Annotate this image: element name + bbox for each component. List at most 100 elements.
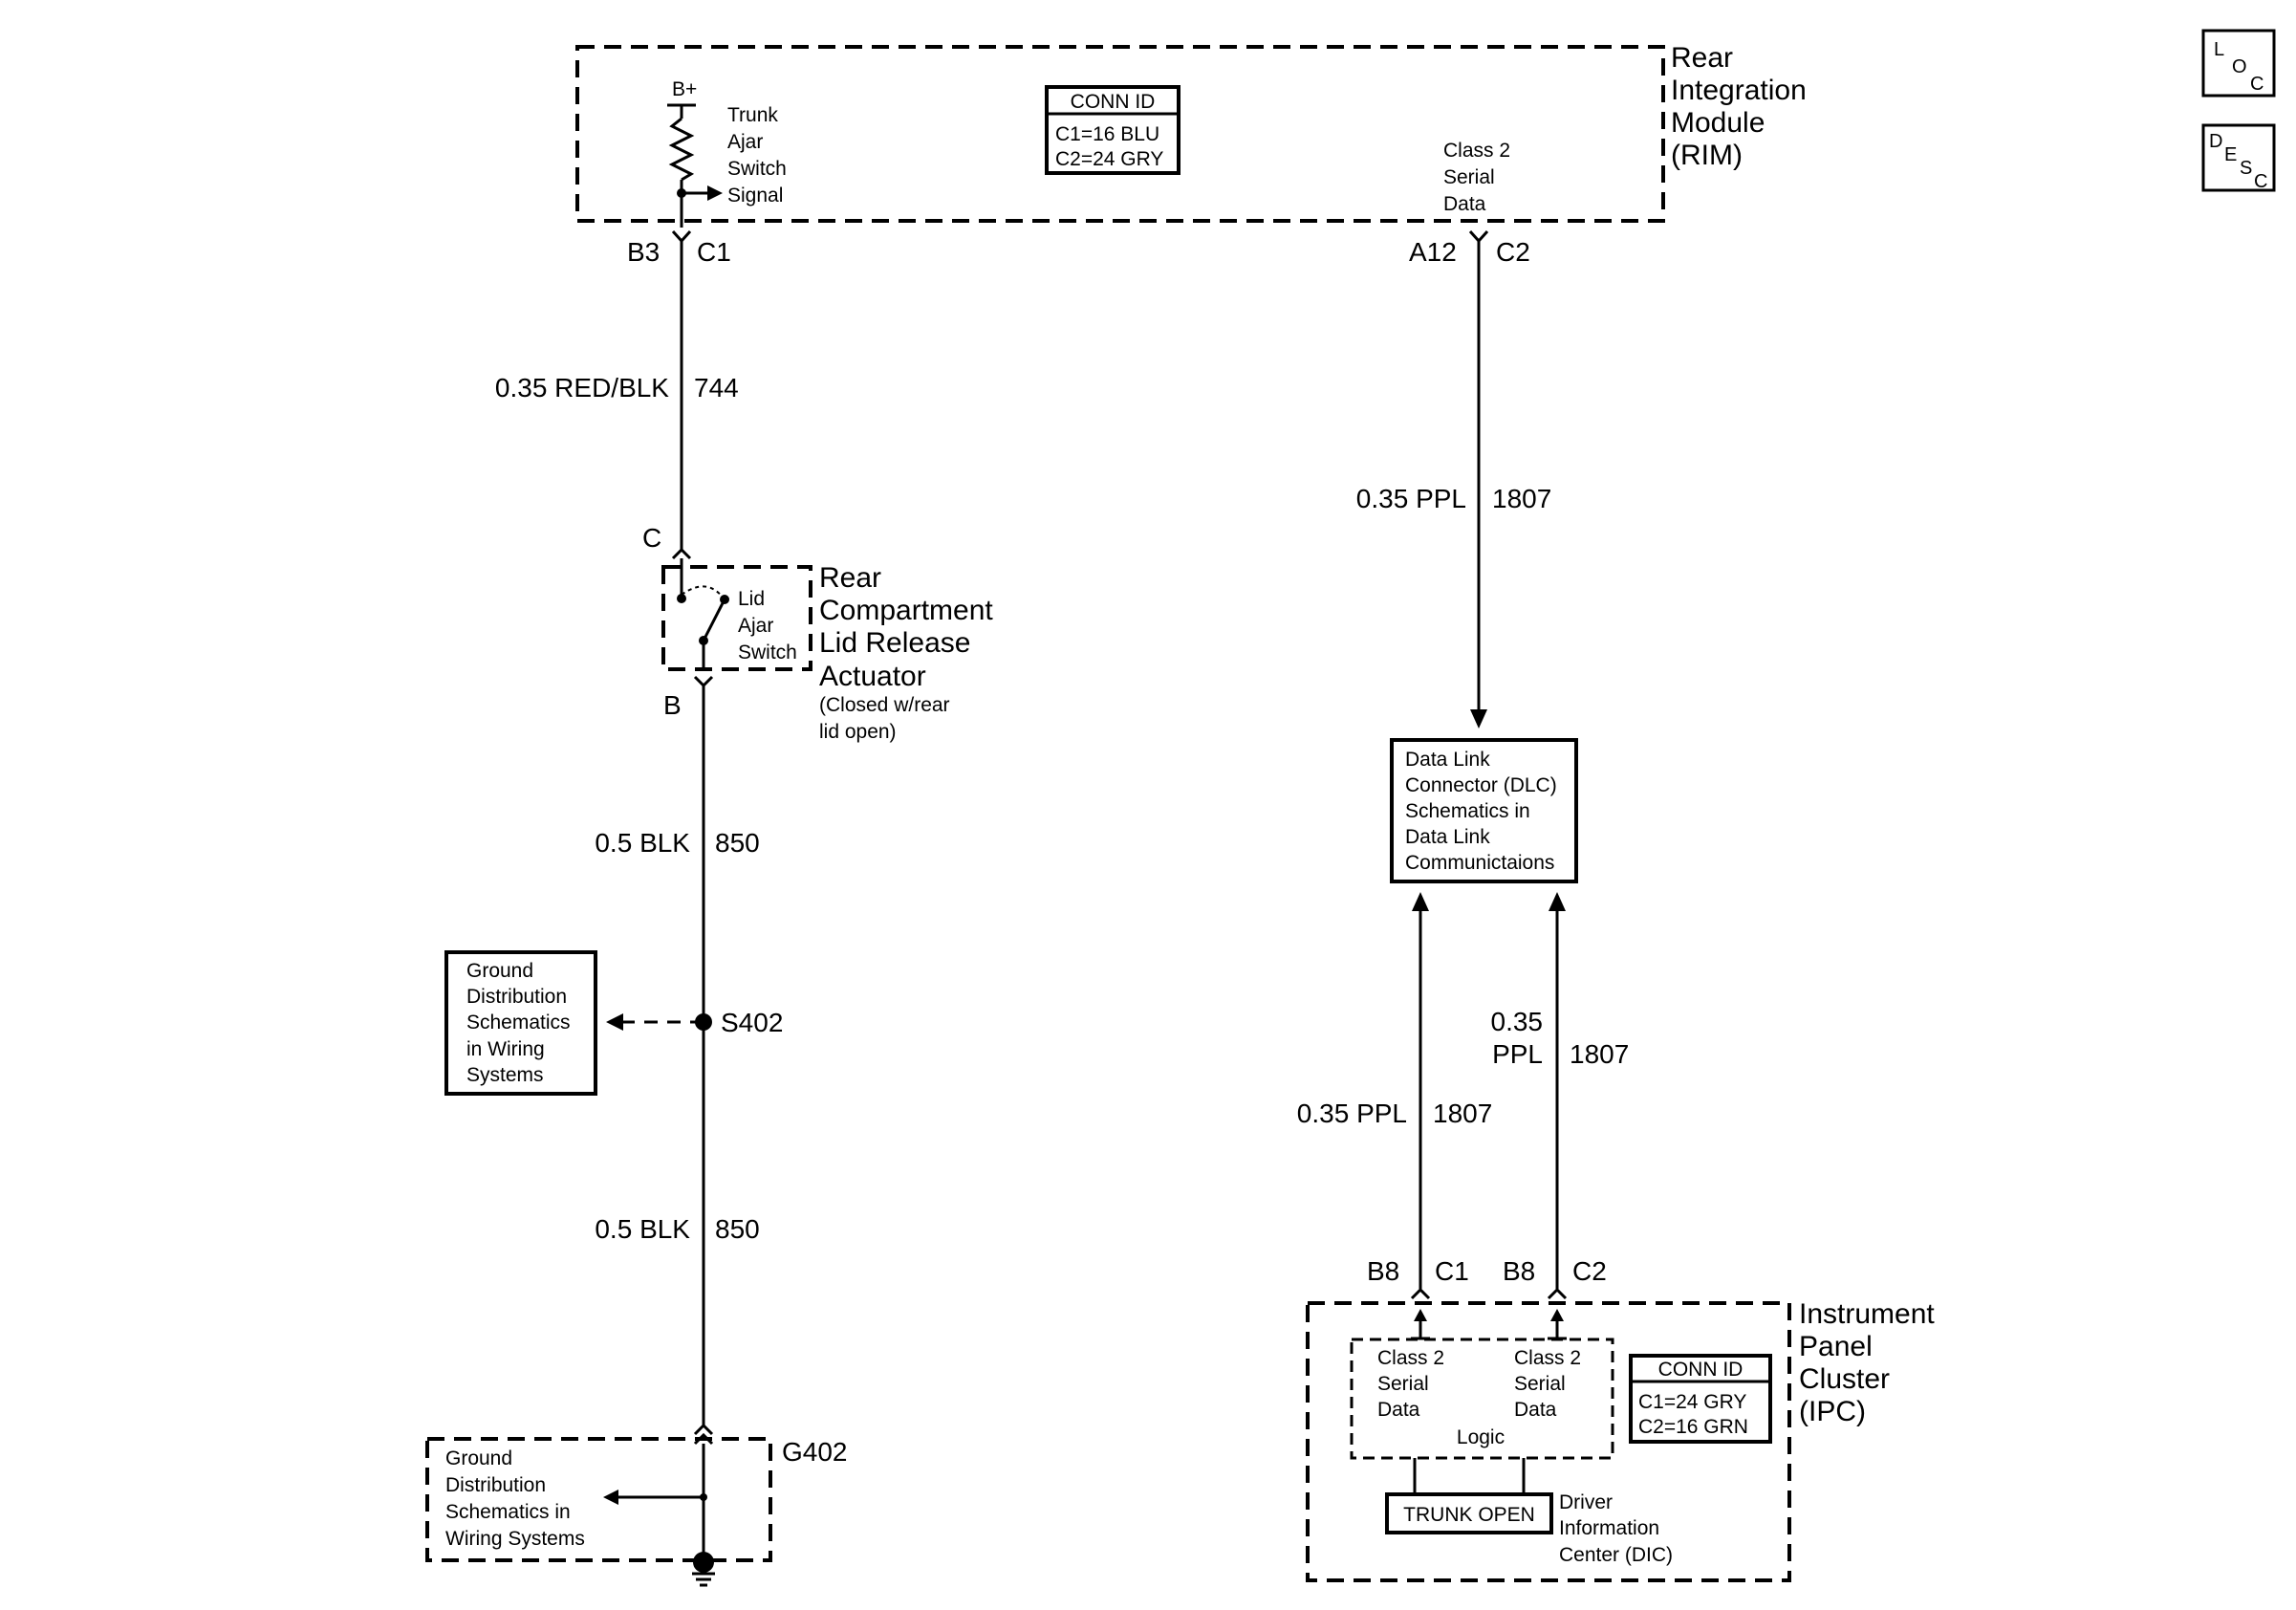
svg-text:Module: Module xyxy=(1671,107,1765,139)
svg-text:O: O xyxy=(2232,56,2247,77)
svg-text:Connector (DLC): Connector (DLC) xyxy=(1405,774,1557,796)
rim-module-box xyxy=(575,45,1665,223)
svg-text:Center (DIC): Center (DIC) xyxy=(1559,1544,1673,1566)
ipc-module-box xyxy=(1306,1301,1791,1582)
svg-text:Data Link: Data Link xyxy=(1405,826,1490,848)
svg-text:C: C xyxy=(2250,74,2264,95)
ipc-pin-b8-c1: B8 xyxy=(1367,1256,1399,1286)
svg-text:Class 2: Class 2 xyxy=(1443,140,1510,162)
actuator-pin-b: B xyxy=(663,690,682,720)
svg-text:Serial: Serial xyxy=(1443,166,1495,188)
dic-label: Driver Information Center (DIC) xyxy=(1559,1491,1673,1566)
rim-module-name: Rear Integration Module (RIM) xyxy=(1671,42,1807,171)
svg-text:Class 2: Class 2 xyxy=(1377,1347,1444,1369)
svg-text:Serial: Serial xyxy=(1377,1373,1429,1395)
ipc-pin-c2: C2 xyxy=(1572,1256,1607,1286)
svg-text:Information: Information xyxy=(1559,1517,1659,1539)
svg-text:Ground: Ground xyxy=(466,960,533,982)
actuator-pin-b-connector xyxy=(693,675,714,688)
circuit-850-gauge-lower: 0.5 BLK xyxy=(595,1214,690,1244)
svg-text:Switch: Switch xyxy=(727,158,787,180)
ipc-connector-id-box: CONN ID C1=24 GRY C2=16 GRN xyxy=(1629,1354,1772,1444)
svg-text:Instrument: Instrument xyxy=(1799,1298,1935,1330)
circuit-850-number-lower: 850 xyxy=(715,1214,760,1244)
svg-text:Rear: Rear xyxy=(1671,42,1733,74)
rim-pin-a12: A12 xyxy=(1409,237,1457,267)
ground-g402-label: G402 xyxy=(782,1437,848,1467)
svg-text:Communictaions: Communictaions xyxy=(1405,852,1554,874)
circuit-1807-gauge: 0.35 PPL xyxy=(1356,484,1466,513)
ipc-class2-label-left: Class 2 Serial Data xyxy=(1377,1347,1444,1421)
svg-text:Integration: Integration xyxy=(1671,75,1807,106)
circuit-1807-number: 1807 xyxy=(1492,484,1551,513)
splice-s402-label: S402 xyxy=(721,1008,783,1037)
circuit-1807-left-number: 1807 xyxy=(1433,1099,1492,1128)
circuit-850-number-upper: 850 xyxy=(715,828,760,858)
svg-text:Lid: Lid xyxy=(738,588,765,610)
svg-text:lid open): lid open) xyxy=(819,721,897,743)
ground-connector xyxy=(693,1423,714,1436)
trunk-ajar-pullup-resistor: B+ xyxy=(667,78,723,228)
svg-text:S: S xyxy=(2240,158,2252,179)
circuit-744-gauge: 0.35 RED/BLK xyxy=(495,373,669,402)
svg-text:Driver: Driver xyxy=(1559,1491,1613,1513)
actuator-note: (Closed w/rear lid open) xyxy=(819,694,950,743)
lid-ajar-switch-label: Lid Ajar Switch xyxy=(738,588,797,664)
ipc-pin-b8-c1-connector xyxy=(1410,1287,1431,1300)
svg-text:TRUNK OPEN: TRUNK OPEN xyxy=(1403,1504,1535,1526)
data-link-connector-reference[interactable]: Data Link Connector (DLC) Schematics in … xyxy=(1390,738,1578,883)
svg-text:Ajar: Ajar xyxy=(727,131,763,153)
ipc-pin-c1: C1 xyxy=(1435,1256,1469,1286)
circuit-850-gauge-upper: 0.5 BLK xyxy=(595,828,690,858)
svg-text:E: E xyxy=(2224,144,2237,165)
circuit-1807-right-gauge-line2: PPL xyxy=(1492,1039,1543,1069)
svg-text:CONN ID: CONN ID xyxy=(1071,91,1156,113)
svg-text:Lid Release: Lid Release xyxy=(819,627,970,659)
svg-text:L: L xyxy=(2214,39,2224,60)
rim-connector-id-box: CONN ID C1=16 BLU C2=24 GRY xyxy=(1045,85,1180,175)
ipc-logic-label: Logic xyxy=(1457,1426,1505,1448)
svg-text:Distribution: Distribution xyxy=(466,986,567,1008)
svg-text:(RIM): (RIM) xyxy=(1671,140,1743,171)
svg-text:Data: Data xyxy=(1514,1399,1557,1421)
svg-text:Actuator: Actuator xyxy=(819,661,926,692)
ground-g402-box xyxy=(425,1437,772,1562)
svg-text:D: D xyxy=(2209,131,2222,152)
svg-text:Signal: Signal xyxy=(727,185,783,207)
ground-distribution-reference-lower[interactable]: Ground Distribution Schematics in Wiring… xyxy=(445,1447,585,1550)
rim-pin-b3: B3 xyxy=(627,237,660,267)
svg-text:Cluster: Cluster xyxy=(1799,1363,1890,1395)
actuator-pin-c-connector xyxy=(671,547,692,560)
svg-text:C2=16 GRN: C2=16 GRN xyxy=(1638,1416,1748,1438)
svg-text:Distribution: Distribution xyxy=(445,1474,546,1496)
svg-text:Ajar: Ajar xyxy=(738,615,773,637)
splice-s402 xyxy=(695,1013,712,1031)
rim-pin-a12-connector xyxy=(1468,229,1489,244)
chassis-ground-symbol xyxy=(693,1552,714,1573)
desc-button[interactable]: D E S C xyxy=(2201,123,2276,192)
rim-pin-c2: C2 xyxy=(1496,237,1530,267)
svg-text:C2=24 GRY: C2=24 GRY xyxy=(1055,148,1163,170)
ground-distribution-reference-upper[interactable]: Ground Distribution Schematics in Wiring… xyxy=(444,950,597,1096)
ipc-module-name: Instrument Panel Cluster (IPC) xyxy=(1799,1298,1935,1427)
svg-text:Compartment: Compartment xyxy=(819,595,993,626)
svg-text:Schematics in: Schematics in xyxy=(1405,800,1530,822)
actuator-pin-c: C xyxy=(642,523,661,553)
actuator-box xyxy=(661,565,812,671)
lid-ajar-switch-symbol xyxy=(677,558,729,669)
circuit-744-number: 744 xyxy=(694,373,739,402)
loc-button[interactable]: L O C xyxy=(2201,29,2276,98)
svg-text:C1=16 BLU: C1=16 BLU xyxy=(1055,123,1159,145)
svg-text:CONN ID: CONN ID xyxy=(1658,1359,1744,1381)
ipc-class2-label-right: Class 2 Serial Data xyxy=(1514,1347,1581,1421)
circuit-1807-left-gauge: 0.35 PPL xyxy=(1297,1099,1407,1128)
svg-text:Schematics: Schematics xyxy=(466,1012,571,1033)
svg-text:Data Link: Data Link xyxy=(1405,749,1490,771)
svg-text:Switch: Switch xyxy=(738,642,797,664)
trunk-ajar-signal-label: Trunk Ajar Switch Signal xyxy=(727,104,787,207)
circuit-1807-right-gauge-line1: 0.35 xyxy=(1491,1007,1544,1036)
svg-text:C: C xyxy=(2254,171,2267,192)
rim-class2-label: Class 2 Serial Data xyxy=(1443,140,1510,215)
svg-text:Data: Data xyxy=(1443,193,1486,215)
